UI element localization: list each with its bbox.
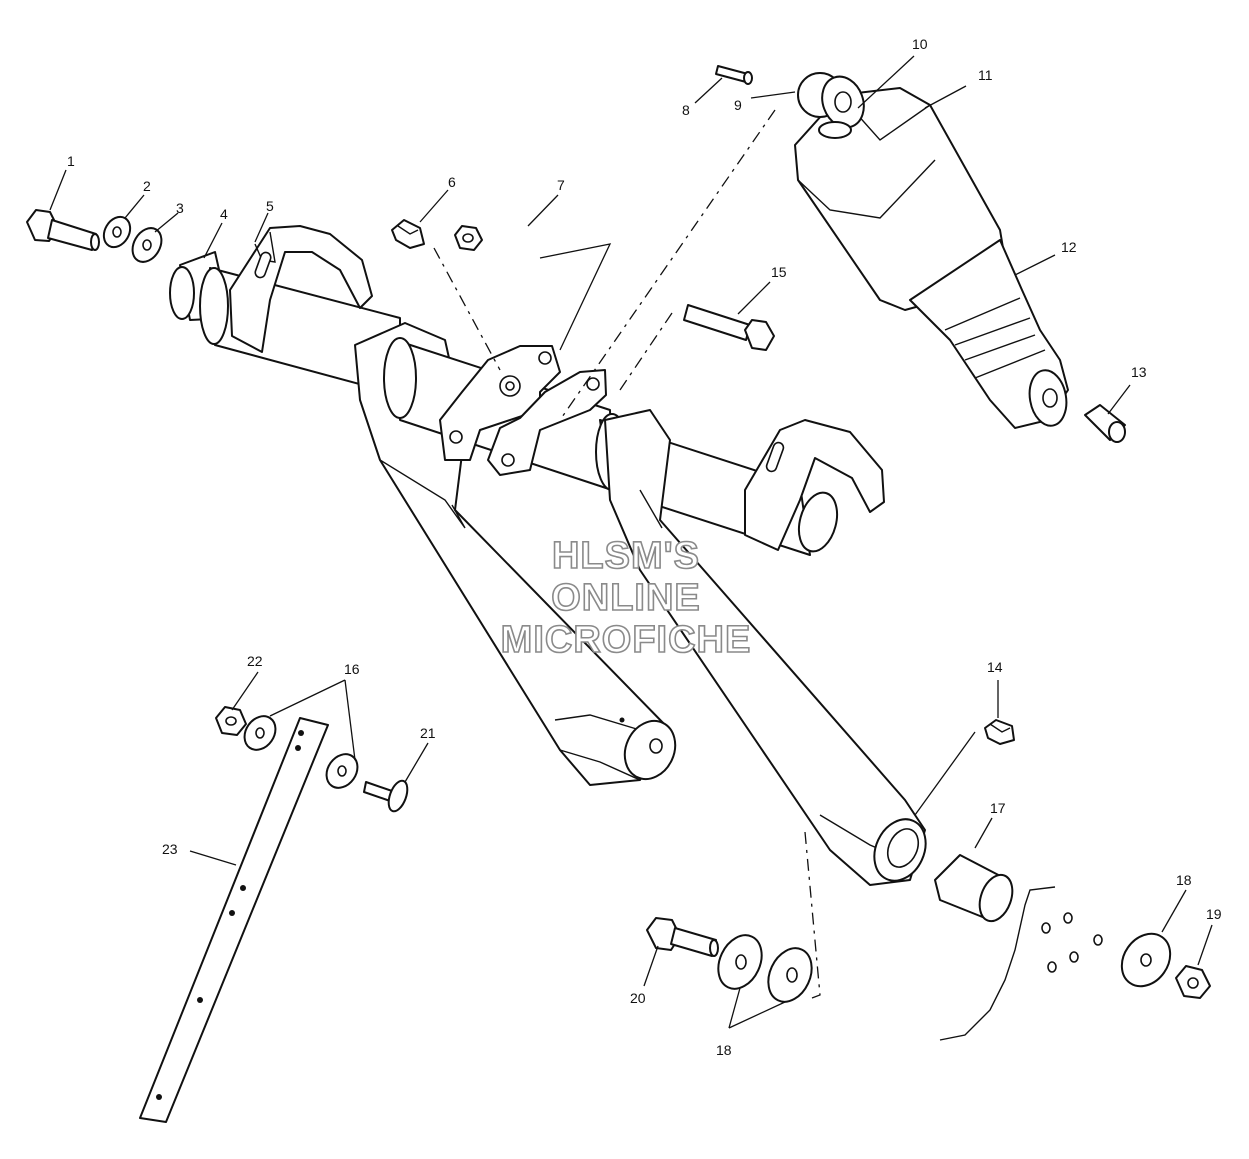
callout-3: 3: [176, 200, 184, 216]
callout-23: 23: [162, 841, 178, 857]
callout-21: 21: [420, 725, 436, 741]
part-3-washer[interactable]: [127, 223, 168, 267]
callout-2: 2: [143, 178, 151, 194]
callout-12: 12: [1061, 239, 1077, 255]
leader-lines: [49, 55, 1213, 1029]
callout-16: 16: [344, 661, 360, 677]
callout-labels: 1 2 3 4 5 6 7 8 9 10 11 12 13 14 15 16 1…: [67, 36, 1222, 1058]
callout-18-right: 18: [1176, 872, 1192, 888]
callout-10: 10: [912, 36, 928, 52]
part-19-nut[interactable]: [1175, 965, 1211, 999]
callout-20: 20: [630, 990, 646, 1006]
part-18-washer-lower-2[interactable]: [760, 941, 820, 1009]
part-21-rivet[interactable]: [363, 778, 411, 814]
part-20-bolt[interactable]: [646, 917, 719, 957]
watermark-line-1: HLSM'S: [552, 535, 700, 577]
torque-arm-assembly[interactable]: [199, 225, 935, 889]
part-15-bolt[interactable]: [683, 304, 775, 351]
part-6-grease-fitting[interactable]: [391, 219, 425, 249]
callout-18-lower: 18: [716, 1042, 732, 1058]
callout-13: 13: [1131, 364, 1147, 380]
part-13-sleeve[interactable]: [1084, 404, 1126, 443]
part-12-shock-body[interactable]: [909, 239, 1071, 429]
part-8-pin[interactable]: [715, 65, 753, 85]
part-18-washer-lower-1[interactable]: [710, 928, 770, 996]
frame-rail: [939, 886, 1103, 1041]
callout-5: 5: [266, 198, 274, 214]
callout-4: 4: [220, 206, 228, 222]
part-7-nut[interactable]: [454, 225, 483, 251]
part-11-shock-absorber[interactable]: [794, 71, 1006, 311]
part-16-washer-1[interactable]: [238, 710, 282, 756]
callout-6: 6: [448, 174, 456, 190]
part-17-spacer[interactable]: [934, 854, 1018, 926]
watermark-line-2: ONLINE: [551, 577, 701, 619]
part-18-washer-right[interactable]: [1112, 924, 1180, 995]
part-16-washer-2[interactable]: [320, 748, 364, 794]
part-1-bolt[interactable]: [26, 209, 100, 251]
callout-19: 19: [1206, 906, 1222, 922]
watermark: HLSM'S ONLINE MICROFICHE: [500, 534, 752, 662]
callout-14: 14: [987, 659, 1003, 675]
callout-1: 1: [67, 153, 75, 169]
callout-11: 11: [978, 67, 993, 83]
alignment-lines: [433, 109, 821, 999]
callout-17: 17: [990, 800, 1006, 816]
callout-7: 7: [557, 177, 565, 193]
callout-9: 9: [734, 97, 742, 113]
part-23-strap[interactable]: [139, 717, 329, 1123]
callout-22: 22: [247, 653, 263, 669]
callout-8: 8: [682, 102, 690, 118]
part-2-washer[interactable]: [99, 212, 136, 252]
part-22-nut[interactable]: [215, 706, 247, 736]
callout-15: 15: [771, 264, 787, 280]
watermark-line-3: MICROFICHE: [501, 619, 752, 661]
part-14-grease-fitting[interactable]: [984, 719, 1015, 745]
